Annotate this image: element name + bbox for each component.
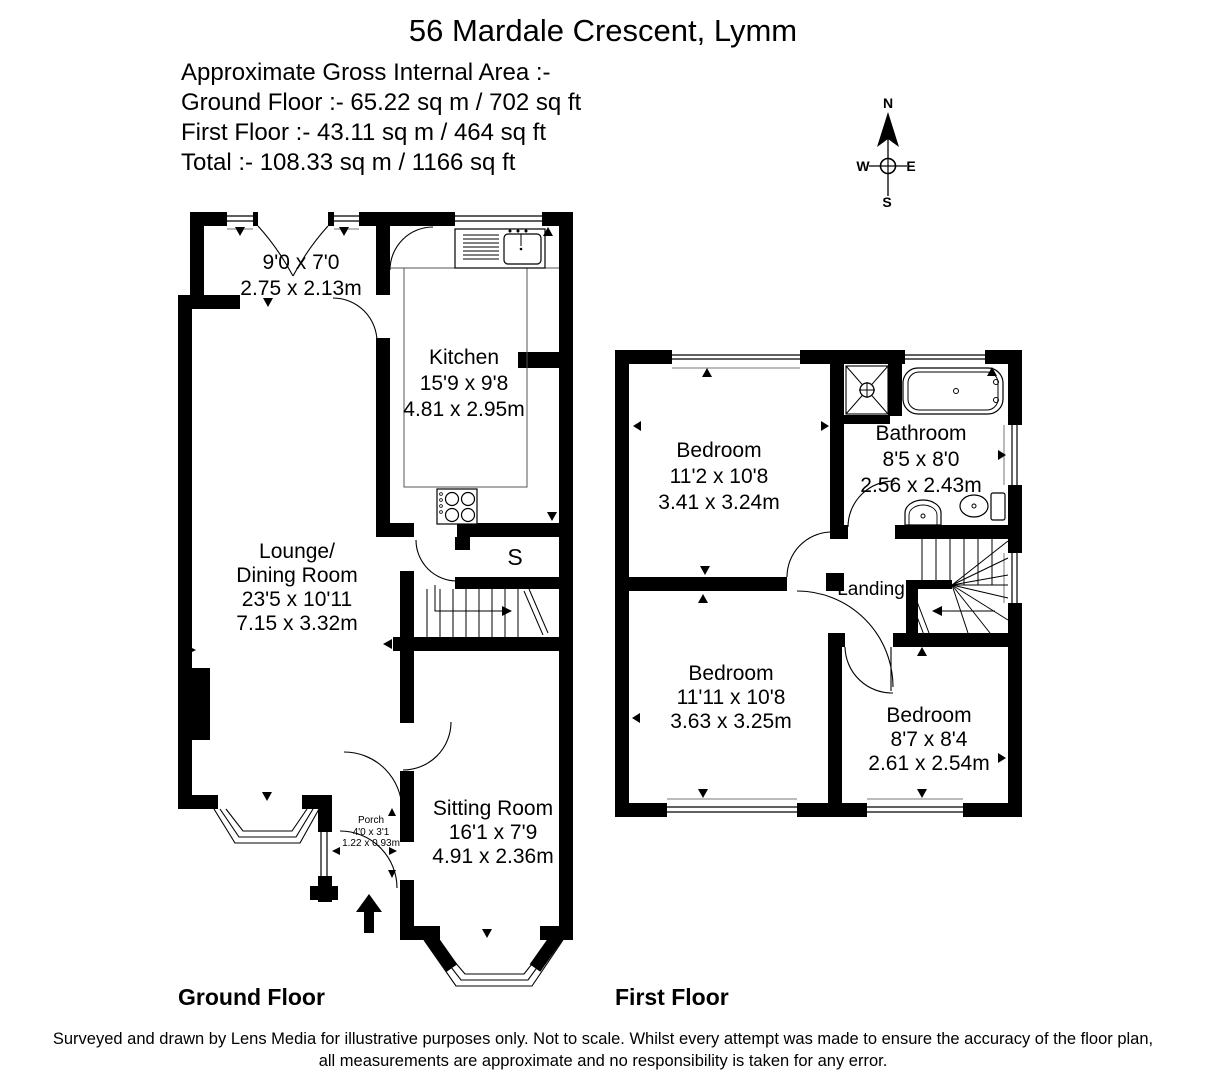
ground-floor-windows — [227, 215, 542, 878]
room-label-store: S — [507, 544, 523, 570]
sitting-bay-window — [422, 930, 565, 987]
room-label-porch: Porch 4'0 x 3'1 1.22 x 0.93m — [342, 814, 400, 849]
room-label-garage: 9'0 x 7'0 2.75 x 2.13m — [240, 251, 362, 300]
ground-floor-walls — [178, 212, 573, 940]
compass-south: S — [882, 194, 891, 210]
first-floor-plan — [615, 350, 1022, 817]
disclaimer: Surveyed and drawn by Lens Media for ill… — [0, 1028, 1206, 1072]
bedroom1-door-arc — [786, 531, 831, 578]
stairs-up-arrowhead — [502, 606, 512, 616]
compass-west: W — [856, 158, 870, 174]
hall-door-arc — [332, 297, 378, 343]
first-floor-walls — [615, 350, 1022, 817]
area-total: Total :- 108.33 sq m / 1166 sq ft — [181, 149, 516, 176]
store-hall-door-arc — [415, 539, 458, 582]
compass-east: E — [906, 158, 915, 174]
room-label-bathroom: Bathroom 8'5 x 8'0 2.56 x 2.43m — [860, 422, 982, 497]
first-floor-windows — [667, 354, 1018, 813]
area-ground-floor: Ground Floor :- 65.22 sq m / 702 sq ft — [181, 89, 582, 116]
ground-floor-plan — [178, 212, 573, 987]
entry-arrow-icon — [356, 894, 382, 933]
room-label-landing: Landing — [837, 579, 905, 600]
room-label-kitchen: Kitchen 15'9 x 9'8 4.81 x 2.95m — [403, 346, 525, 421]
room-label-lounge: Lounge/ Dining Room 23'5 x 10'11 7.15 x … — [236, 540, 358, 635]
stairs-down-icon — [907, 539, 1009, 636]
bathroom-door-arc — [847, 480, 896, 528]
ground-floor-label: Ground Floor — [178, 984, 325, 1010]
ground-floor-doors — [257, 225, 458, 889]
page-title: 56 Mardale Crescent, Lymm — [408, 13, 798, 48]
area-summary-heading: Approximate Gross Internal Area :- — [181, 59, 551, 86]
compass-rose: N W E S — [856, 95, 915, 210]
kitchen-door-arc — [389, 226, 434, 271]
room-label-bedroom3: Bedroom 8'7 x 8'4 2.61 x 2.54m — [868, 704, 990, 775]
basin-icon — [904, 499, 942, 526]
first-floor-opening-markers — [632, 367, 1006, 798]
stairs-down-arrowhead — [932, 606, 942, 616]
lounge-porch-door-arc — [343, 751, 403, 811]
sink-icon — [454, 228, 546, 269]
garage-double-door-right — [292, 225, 329, 277]
garage-double-door-left — [257, 225, 294, 277]
compass-north: N — [883, 95, 893, 111]
sitting-room-door-arc — [402, 721, 452, 771]
lounge-bay-window — [213, 808, 320, 844]
compass-needle — [877, 112, 899, 147]
shower-icon — [845, 365, 889, 415]
stairs-up-icon — [426, 585, 549, 637]
room-label-sitting: Sitting Room 16'1 x 7'9 4.91 x 2.36m — [432, 797, 554, 868]
room-label-bedroom1: Bedroom 11'2 x 10'8 3.41 x 3.24m — [658, 439, 780, 514]
first-floor-label: First Floor — [615, 984, 729, 1010]
bedroom3-door-arc — [844, 646, 894, 694]
disclaimer-line1: Surveyed and drawn by Lens Media for ill… — [52, 1030, 1154, 1048]
ground-floor-opening-markers — [186, 227, 557, 938]
first-floor-doors — [786, 480, 896, 694]
room-label-bedroom2: Bedroom 11'11 x 10'8 3.63 x 3.25m — [670, 662, 792, 733]
hob-icon — [436, 488, 478, 525]
disclaimer-line2: all measurements are approximate and no … — [318, 1052, 888, 1070]
area-first-floor: First Floor :- 43.11 sq m / 464 sq ft — [181, 119, 547, 146]
bath-icon — [902, 367, 1004, 415]
toilet-icon — [959, 492, 1006, 521]
area-summary: Approximate Gross Internal Area :- Groun… — [181, 58, 581, 178]
front-door-arc — [339, 830, 398, 889]
